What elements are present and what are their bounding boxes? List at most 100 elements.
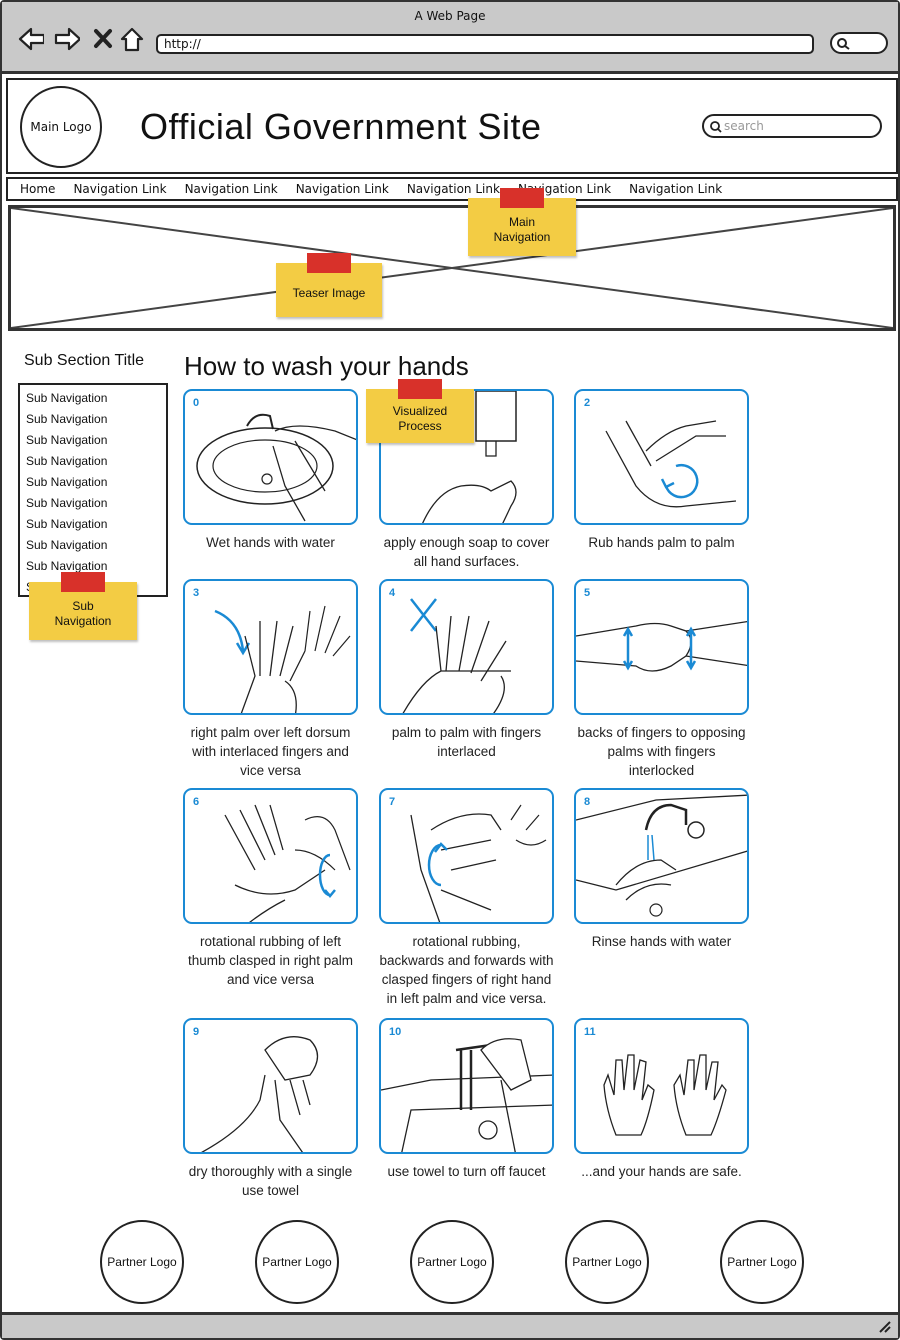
step-card: 10 use towel to turn off faucet (379, 1018, 554, 1181)
palm-rub-icon (605, 420, 737, 508)
interlocked-fingers-icon (576, 620, 747, 672)
partner-logo[interactable]: Partner Logo (565, 1220, 649, 1304)
step-illustration: 0 (183, 389, 358, 525)
step-caption: Wet hands with water (206, 535, 335, 550)
faucet-hands-icon (196, 413, 356, 522)
site-search-input[interactable]: search (702, 114, 882, 138)
sub-nav-item[interactable]: Sub Navigation (26, 475, 108, 489)
step-caption: rotational rubbing of left thumb clasped… (187, 934, 354, 987)
sub-nav-item[interactable]: Sub Navigation (26, 454, 108, 468)
partner-logo[interactable]: Partner Logo (720, 1220, 804, 1304)
search-icon (710, 121, 722, 133)
url-input[interactable]: http:// (156, 34, 814, 54)
teaser-image (8, 205, 896, 331)
site-title: Official Government Site (140, 106, 542, 147)
step-number: 9 (193, 1026, 200, 1038)
image-placeholder-icon (10, 207, 894, 329)
forward-icon[interactable] (54, 26, 80, 52)
sticky-note-sub-navigation: Sub Navigation (29, 572, 137, 640)
nav-link[interactable]: Navigation Link (406, 182, 500, 196)
step-illustration: 8 (574, 788, 749, 924)
step-caption: right palm over left dorsum with interla… (190, 725, 351, 778)
content-title: How to wash your hands (184, 351, 469, 381)
step-card: 0 Wet hands with water (183, 389, 358, 552)
step-illustration: 10 (379, 1018, 554, 1154)
sub-nav-item[interactable]: Sub Navigation (26, 496, 108, 510)
browser-search-button[interactable] (830, 32, 888, 54)
site-header: Main Logo Official Government Site searc… (6, 78, 898, 174)
step-number: 7 (389, 796, 396, 808)
sub-nav-item[interactable]: Sub Navigation (26, 517, 108, 531)
nav-link[interactable]: Navigation Link (295, 182, 389, 196)
step-number: 3 (193, 587, 200, 599)
sticky-note-main-navigation: Main Navigation (468, 188, 576, 256)
step-caption: palm to palm with fingers interlaced (391, 725, 542, 759)
nav-link[interactable]: Navigation Link (184, 182, 278, 196)
step-card: 8 Rinse hands with water (574, 788, 749, 951)
partner-logo[interactable]: Partner Logo (410, 1220, 494, 1304)
step-caption: use towel to turn off faucet (387, 1164, 546, 1179)
sub-nav-item[interactable]: Sub Navigation (26, 559, 108, 573)
step-number: 11 (584, 1026, 596, 1038)
step-caption: rotational rubbing, backwards and forwar… (379, 934, 554, 1006)
step-caption: dry thoroughly with a single use towel (188, 1164, 353, 1198)
back-icon[interactable] (18, 26, 44, 52)
main-logo[interactable]: Main Logo (20, 86, 102, 168)
sub-nav-item[interactable]: Sub Navigation (26, 433, 108, 447)
tape-decoration (61, 572, 105, 592)
step-number: 2 (584, 397, 591, 409)
home-icon[interactable] (119, 26, 145, 52)
soap-dispenser-icon (422, 391, 517, 523)
step-card: 9 dry thoroughly with a single use towel (183, 1018, 358, 1200)
step-caption: Rub hands palm to palm (588, 535, 735, 550)
step-card: 3 right palm over left dorsum with inter… (183, 579, 358, 780)
tape-decoration (398, 379, 442, 399)
step-number: 8 (584, 796, 591, 808)
sub-navigation: Sub Navigation Sub Navigation Sub Naviga… (18, 383, 168, 597)
step-illustration: 3 (183, 579, 358, 715)
step-caption: apply enough soap to cover all hand surf… (383, 535, 550, 569)
thumb-rub-icon (224, 804, 351, 922)
step-illustration: 5 (574, 579, 749, 715)
step-illustration: 2 (574, 389, 749, 525)
search-icon (837, 38, 850, 50)
step-illustration: 4 (379, 579, 554, 715)
resize-grip-icon[interactable] (876, 1320, 892, 1334)
clean-hands-icon (603, 1054, 727, 1136)
step-number: 4 (389, 587, 396, 599)
step-caption: backs of fingers to opposing palms with … (577, 725, 746, 778)
dorsum-rub-icon (214, 605, 351, 713)
sub-nav-item[interactable]: Sub Navigation (26, 538, 108, 552)
faucet-towel-icon (381, 1038, 552, 1152)
towel-dry-icon (201, 1036, 319, 1152)
step-card: 4 palm to palm with fingers interlaced (379, 579, 554, 761)
step-number: 5 (584, 587, 591, 599)
fingertip-rub-icon (410, 804, 547, 922)
partner-logo[interactable]: Partner Logo (100, 1220, 184, 1304)
partner-logo[interactable]: Partner Logo (255, 1220, 339, 1304)
step-illustration: 7 (379, 788, 554, 924)
window-title: A Web Page (414, 9, 486, 23)
step-illustration: 6 (183, 788, 358, 924)
nav-link[interactable]: Navigation Link (73, 182, 167, 196)
search-placeholder: search (724, 119, 764, 133)
nav-link[interactable]: Navigation Link (629, 182, 723, 196)
step-caption: Rinse hands with water (591, 934, 732, 949)
sub-section-title: Sub Section Title (24, 352, 145, 369)
step-card: 6 rotational rubbing of left thumb clasp… (183, 788, 358, 989)
tape-decoration (500, 188, 544, 208)
step-card: 2 Rub hands palm to palm (574, 389, 749, 552)
rinse-hands-icon (576, 794, 747, 917)
step-number: 0 (193, 397, 200, 409)
step-illustration: 9 (183, 1018, 358, 1154)
close-icon[interactable] (92, 26, 118, 52)
main-navigation: Home Navigation Link Navigation Link Nav… (6, 177, 898, 201)
sub-nav-item[interactable]: Sub Navigation (26, 391, 108, 405)
step-caption: ...and your hands are safe. (581, 1164, 742, 1179)
sub-nav-item[interactable]: Sub Navigation (26, 412, 108, 426)
nav-link-home[interactable]: Home (20, 182, 56, 196)
step-card: 11 ...and your hands are safe. (574, 1018, 749, 1181)
tape-decoration (307, 253, 351, 273)
step-number: 6 (193, 796, 200, 808)
